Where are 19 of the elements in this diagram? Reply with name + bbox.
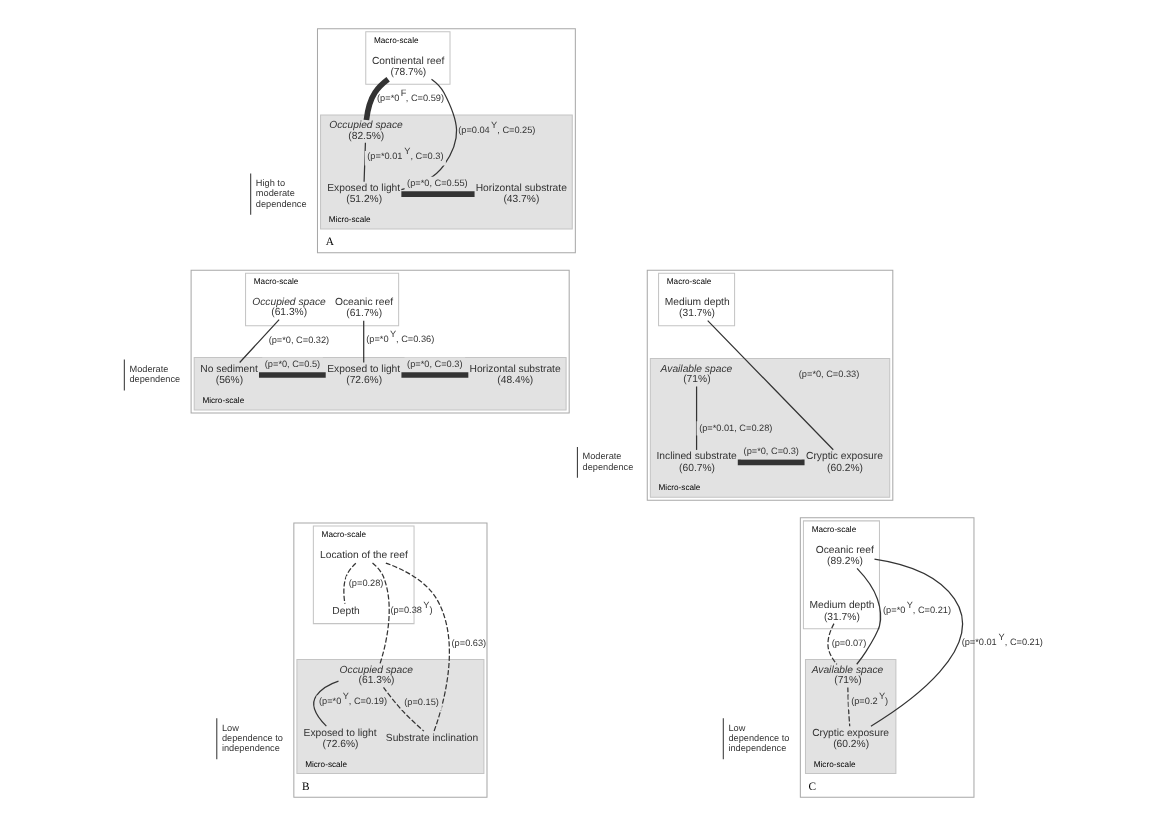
connector: [401, 191, 475, 197]
connector: [737, 459, 805, 466]
connector: [239, 319, 280, 364]
connector: [827, 623, 838, 665]
connector: [695, 385, 698, 451]
connector: [870, 558, 964, 727]
connector: [363, 320, 365, 364]
connector: [847, 686, 851, 727]
connector: [401, 372, 469, 378]
connector: [707, 320, 834, 451]
connector: [371, 562, 390, 666]
connector: [343, 562, 357, 605]
connector: [259, 372, 326, 378]
connector: [363, 142, 367, 183]
connector: [313, 680, 340, 727]
connector: [382, 686, 425, 732]
connector: [856, 567, 882, 665]
connector: [363, 76, 390, 121]
connector: [385, 562, 450, 732]
